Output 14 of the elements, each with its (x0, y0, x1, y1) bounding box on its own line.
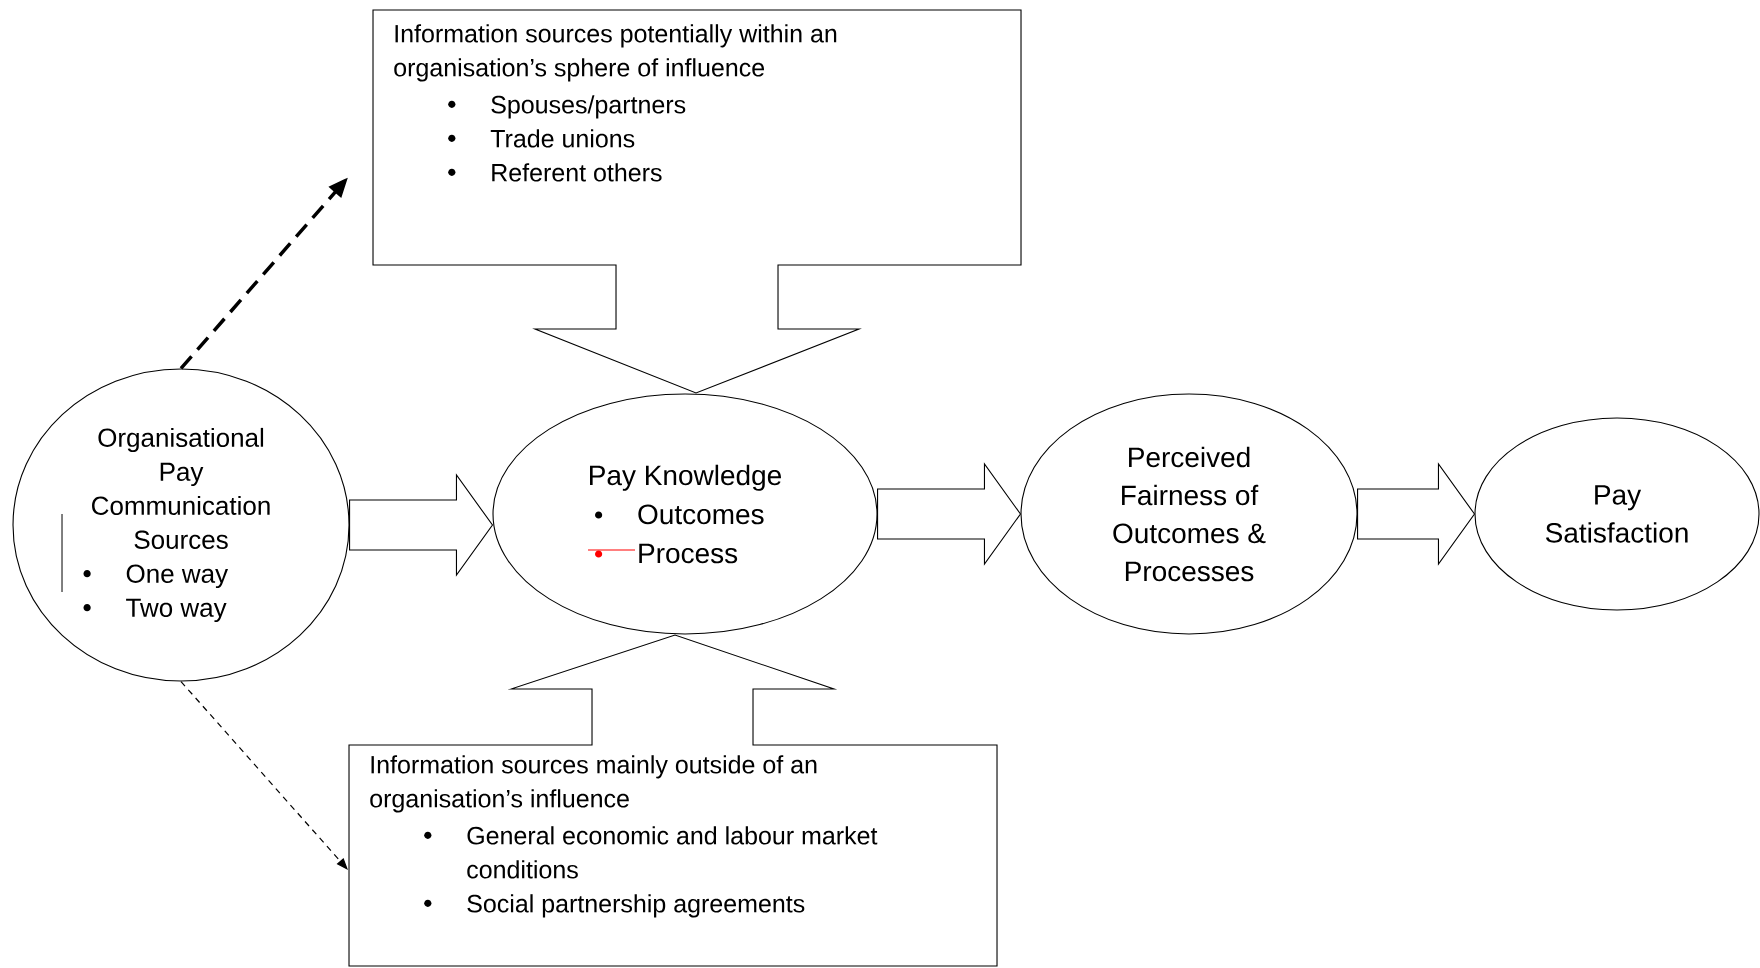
bullet-item: Outcomes (595, 504, 764, 525)
bullet-item: Two way (83, 598, 227, 623)
callout-box: Information sources mainly outside of an organisation’s influence General economic and labour market conditions Social partnership agreements (348, 634, 998, 967)
bullet-item: Referent others (448, 163, 662, 182)
bullet-item: Social partnership agreements (424, 894, 805, 918)
block-arrow (349, 473, 494, 577)
bullet-item: Process (595, 543, 738, 564)
bullet-item: One way (83, 564, 229, 589)
arrow (180, 680, 348, 870)
bullet-item: Trade unions (448, 129, 635, 148)
bullet-item: Spouses/partners (448, 95, 686, 119)
block-arrow (1357, 462, 1476, 566)
bullet-item: General economic and labour market conditions (424, 826, 878, 879)
block-arrow (877, 462, 1022, 566)
